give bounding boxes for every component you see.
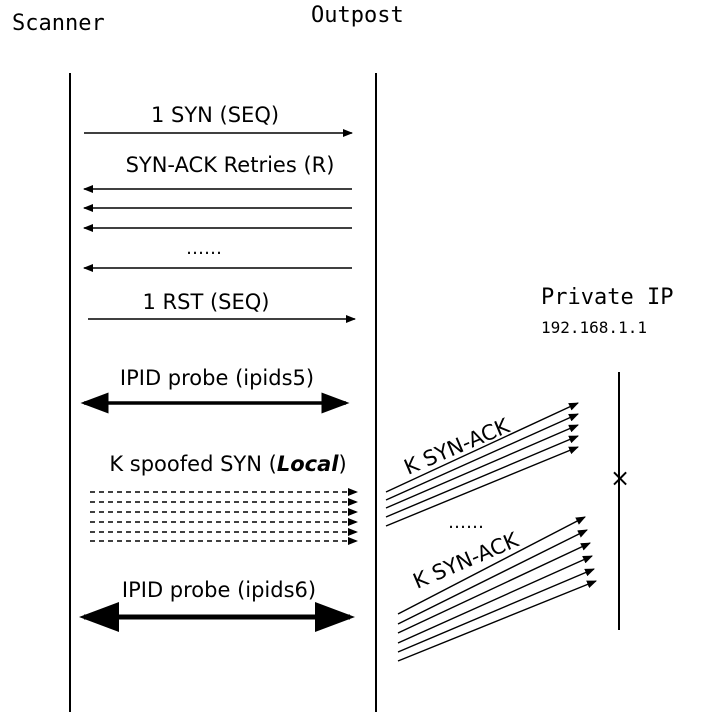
ksynack1-arrow-1 — [385, 402, 579, 493]
ksynack1-arrow-5 — [385, 446, 579, 527]
ksynack-ellipsis: …… — [448, 512, 484, 533]
blocked-x-marker: × — [610, 464, 630, 492]
spoofed-syn-arrows — [90, 488, 358, 545]
private-ip-address: 192.168.1.1 — [541, 318, 647, 337]
probe2-label: IPID probe (ipids6) — [122, 578, 316, 602]
outpost-label: Outpost — [311, 3, 404, 28]
ksynack1-arrow-3 — [385, 424, 579, 509]
scanner-label: Scanner — [12, 11, 105, 36]
ksynack2-arrow-6 — [397, 580, 597, 662]
rst-label: 1 RST (SEQ) — [143, 290, 270, 314]
private-ip-label: Private IP — [541, 285, 673, 310]
ksynack2-label: K SYN-ACK — [410, 527, 523, 593]
ksynack1-arrows — [385, 402, 579, 527]
ksynack2-arrow-4 — [397, 555, 593, 644]
ksynack1-arrow-4 — [385, 435, 579, 518]
ksynack2-arrow-3 — [397, 542, 591, 634]
spoofed-syn-label: K spoofed SYN (Local) — [109, 452, 346, 476]
probe1-label: IPID probe (ipids5) — [120, 366, 314, 390]
ksynack1-arrow-2 — [385, 413, 579, 501]
synack-ellipsis: …… — [186, 238, 222, 259]
ksynack2-arrow-5 — [397, 568, 595, 653]
synack-retries-label: SYN-ACK Retries (R) — [126, 153, 335, 177]
ksynack2-arrows — [397, 516, 597, 662]
syn-label: 1 SYN (SEQ) — [151, 103, 279, 127]
ksynack2-arrow-2 — [397, 529, 588, 625]
ksynack2-arrow-1 — [397, 516, 586, 615]
